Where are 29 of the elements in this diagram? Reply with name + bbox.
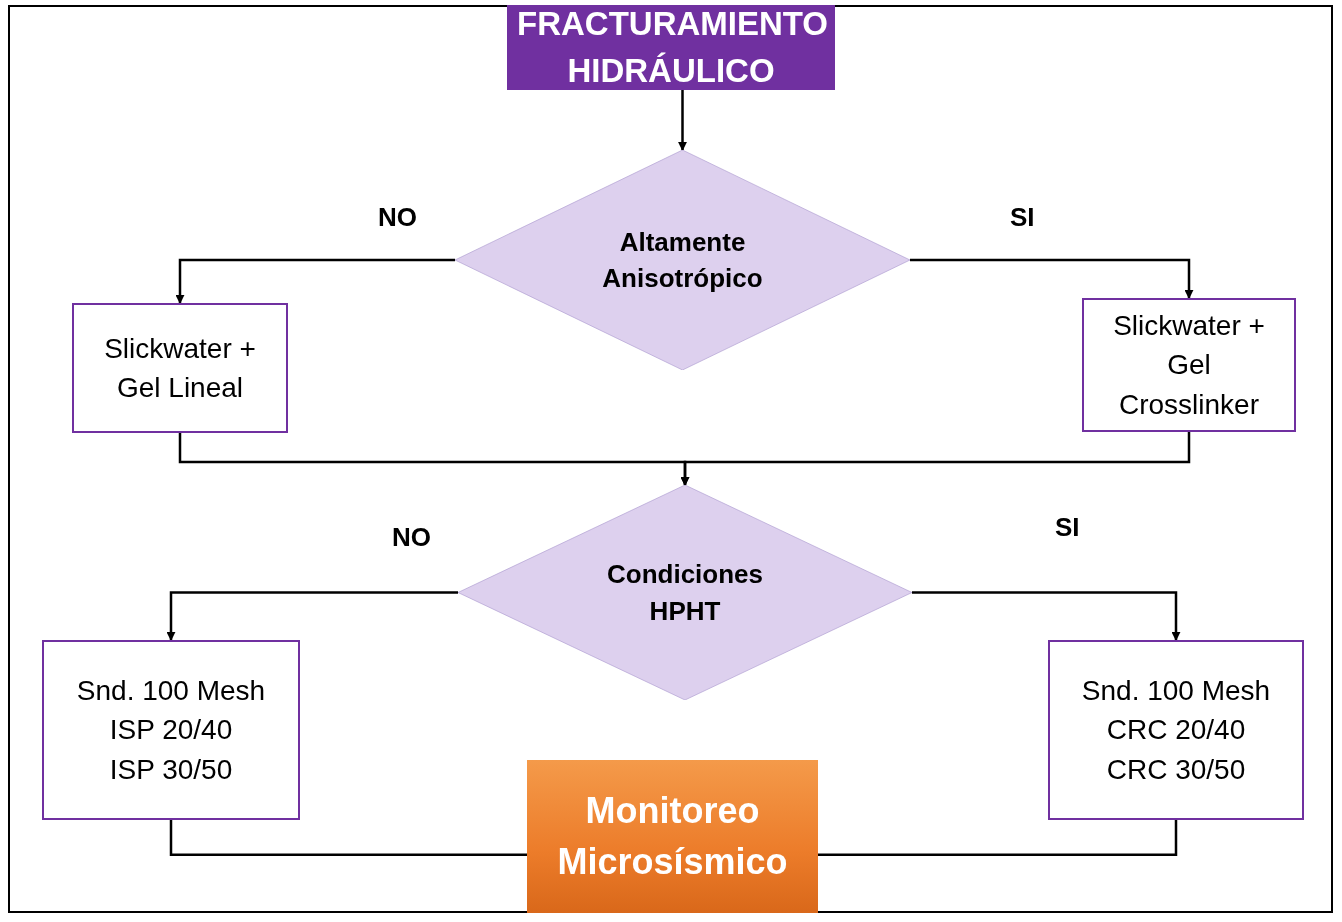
arrow (910, 258, 1194, 299)
arrow (680, 432, 1191, 486)
node-text: Altamente Anisotrópico (601, 225, 764, 295)
arrow (175, 258, 455, 304)
process-box (1048, 640, 1304, 820)
node-text: CRC 20/40 (1106, 713, 1246, 748)
arrow (166, 591, 458, 641)
node-text: FRACTURAMIENTO HIDRÁULICO (517, 4, 825, 91)
node-text: Condiciones HPHT (606, 558, 764, 628)
node-text: CRC 30/50 (1106, 752, 1246, 787)
arrow (912, 591, 1181, 641)
node-text: ISP 30/50 (109, 752, 233, 787)
edge-label: NO (378, 202, 417, 233)
node-text: Snd. 100 Mesh (1081, 674, 1271, 709)
edge-label: NO (392, 522, 431, 553)
edge-label: SI (1055, 512, 1080, 543)
process-box (72, 303, 288, 433)
node-text: ISP 20/40 (109, 713, 233, 748)
terminal-box (527, 760, 818, 913)
node-text: Snd. 100 Mesh (76, 674, 266, 709)
node-text: Monitoreo Microsísmico (556, 789, 789, 884)
edge-label: SI (1010, 202, 1035, 233)
process-box (1082, 298, 1296, 432)
decision-diamond (455, 150, 910, 370)
node-text: Slickwater + Gel Crosslinker (1112, 309, 1266, 422)
decision-diamond (458, 485, 912, 700)
process-box (42, 640, 300, 820)
node-text: Slickwater + Gel Lineal (103, 331, 257, 405)
arrow (678, 90, 687, 151)
